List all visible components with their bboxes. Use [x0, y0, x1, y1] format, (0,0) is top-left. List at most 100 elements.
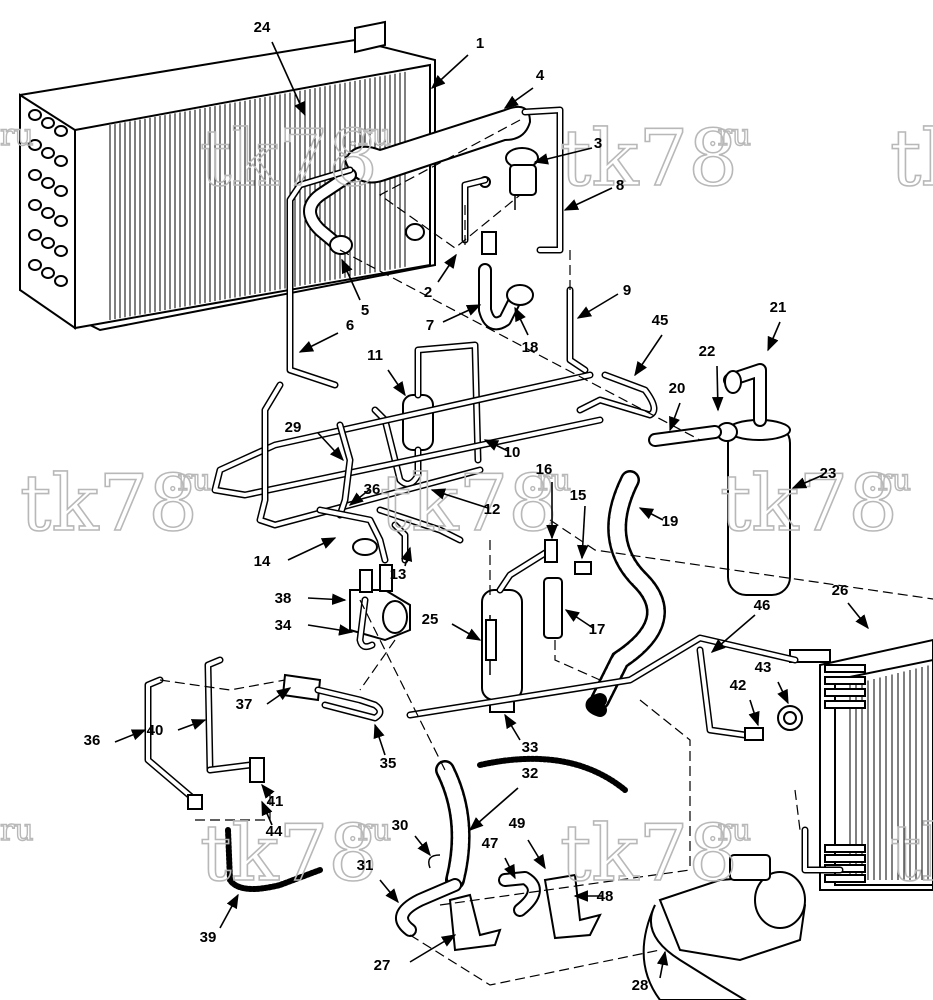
- callout-leader-4: [503, 87, 534, 109]
- callout-leader-19: [638, 507, 664, 521]
- callout-label-39: 39: [200, 929, 217, 946]
- callout-leader-40: [177, 719, 207, 731]
- callout-label-10: 10: [504, 444, 521, 461]
- callout-label-11: 11: [367, 347, 383, 364]
- callout-label-13: 13: [390, 566, 407, 583]
- callout-leader-10: [483, 439, 509, 452]
- solenoid-valve: [349, 564, 411, 651]
- watermark-suffix-4: .ru: [868, 463, 911, 498]
- compressor: [642, 854, 807, 1000]
- callout-label-42: 42: [730, 677, 747, 694]
- fittings-group: [543, 539, 592, 639]
- callout-label-34: 34: [275, 617, 292, 634]
- watermark-text-1: tk78: [560, 114, 738, 204]
- callout-label-46: 46: [754, 597, 771, 614]
- callout-leader-5: [341, 258, 361, 301]
- callout-leader-36b: [348, 489, 370, 506]
- callout-leader-8: [563, 187, 613, 211]
- callout-label-36b: 36: [364, 481, 381, 498]
- callout-label-29: 29: [285, 419, 302, 436]
- callout-label-14: 14: [254, 553, 271, 570]
- callout-leader-15: [576, 505, 589, 560]
- callout-label-18: 18: [522, 339, 539, 356]
- watermark-text-6: tk78: [560, 809, 738, 899]
- watermark-suffix-5: .ru: [348, 813, 391, 848]
- callout-leader-27: [409, 934, 457, 963]
- callout-leader-49: [527, 839, 546, 870]
- watermark-suffix-0: .ru: [348, 118, 391, 153]
- callout-label-36: 36: [84, 732, 101, 749]
- callout-label-9: 9: [623, 282, 631, 299]
- callout-leader-24: [271, 41, 306, 117]
- callout-leader-37: [266, 687, 292, 705]
- callout-leader-20: [669, 402, 681, 432]
- accumulator: [716, 363, 791, 596]
- callout-label-27: 27: [374, 957, 391, 974]
- expansion-valve: [479, 147, 539, 210]
- callout-leader-36: [114, 729, 147, 743]
- callout-label-49: 49: [509, 815, 526, 832]
- callout-label-31: 31: [357, 857, 374, 874]
- watermark-suffix-3: .ru: [528, 463, 571, 498]
- callout-label-38: 38: [275, 590, 292, 607]
- callout-leader-18: [514, 306, 529, 336]
- evaporator-coil: [19, 20, 436, 332]
- callout-leader-12: [430, 488, 489, 509]
- callout-leader-22: [711, 365, 724, 412]
- callout-label-45: 45: [652, 312, 669, 329]
- callout-leader-34: [307, 624, 354, 636]
- heat-exchanger: [343, 106, 564, 254]
- watermark-suffix-2: .ru: [168, 463, 211, 498]
- watermark-suffix-1: .ru: [708, 118, 751, 153]
- watermark-text-4: tk78: [720, 459, 898, 549]
- callout-leader-29: [317, 432, 344, 462]
- watermark-edge-left-bottom: ru: [0, 813, 34, 848]
- callout-label-1: 1: [476, 35, 484, 52]
- callout-label-8: 8: [616, 177, 624, 194]
- left-lines: [144, 656, 384, 892]
- watermark-edge-right-bottom: tl: [890, 809, 933, 899]
- callout-leader-35: [373, 723, 386, 756]
- watermark-edge-right-top: tl: [890, 114, 933, 204]
- callout-label-15: 15: [570, 487, 587, 504]
- callout-leader-21: [767, 321, 781, 352]
- callout-label-25: 25: [422, 611, 439, 628]
- callout-label-21: 21: [770, 299, 787, 316]
- suction-hose-lower: [395, 755, 628, 952]
- callout-leader-32: [468, 787, 519, 831]
- callout-leader-42: [748, 699, 760, 727]
- callout-label-16: 16: [536, 461, 553, 478]
- callout-leader-39: [219, 893, 239, 929]
- callout-label-20: 20: [669, 380, 686, 397]
- callout-label-22: 22: [699, 343, 716, 360]
- callout-leader-13: [400, 546, 413, 567]
- callout-leader-28: [656, 950, 669, 979]
- callout-label-2: 2: [424, 284, 432, 301]
- callout-leader-31: [379, 879, 399, 904]
- callout-leader-41: [261, 783, 275, 799]
- callout-leader-45: [634, 334, 663, 377]
- callout-label-47: 47: [482, 835, 499, 852]
- callout-label-17: 17: [589, 621, 606, 638]
- callout-label-7: 7: [426, 317, 434, 334]
- callout-leader-47: [504, 857, 516, 880]
- callout-label-24: 24: [254, 19, 271, 36]
- discharge-hose: [585, 425, 722, 717]
- suction-piping: [303, 168, 534, 331]
- callout-leader-17: [564, 609, 594, 629]
- callout-label-30: 30: [392, 817, 409, 834]
- callout-leader-26: [847, 602, 869, 630]
- callout-leader-25: [451, 623, 482, 641]
- callout-leader-2: [437, 253, 457, 283]
- callout-leader-1: [430, 54, 469, 89]
- callout-label-43: 43: [755, 659, 772, 676]
- callout-leader-38: [307, 593, 347, 606]
- watermark-edge-left-top: ru: [0, 118, 34, 153]
- callout-leader-6: [298, 332, 339, 353]
- callout-label-26: 26: [832, 582, 849, 599]
- callout-label-6: 6: [346, 317, 354, 334]
- callout-leader-44: [261, 800, 273, 826]
- callout-leader-33: [504, 713, 521, 741]
